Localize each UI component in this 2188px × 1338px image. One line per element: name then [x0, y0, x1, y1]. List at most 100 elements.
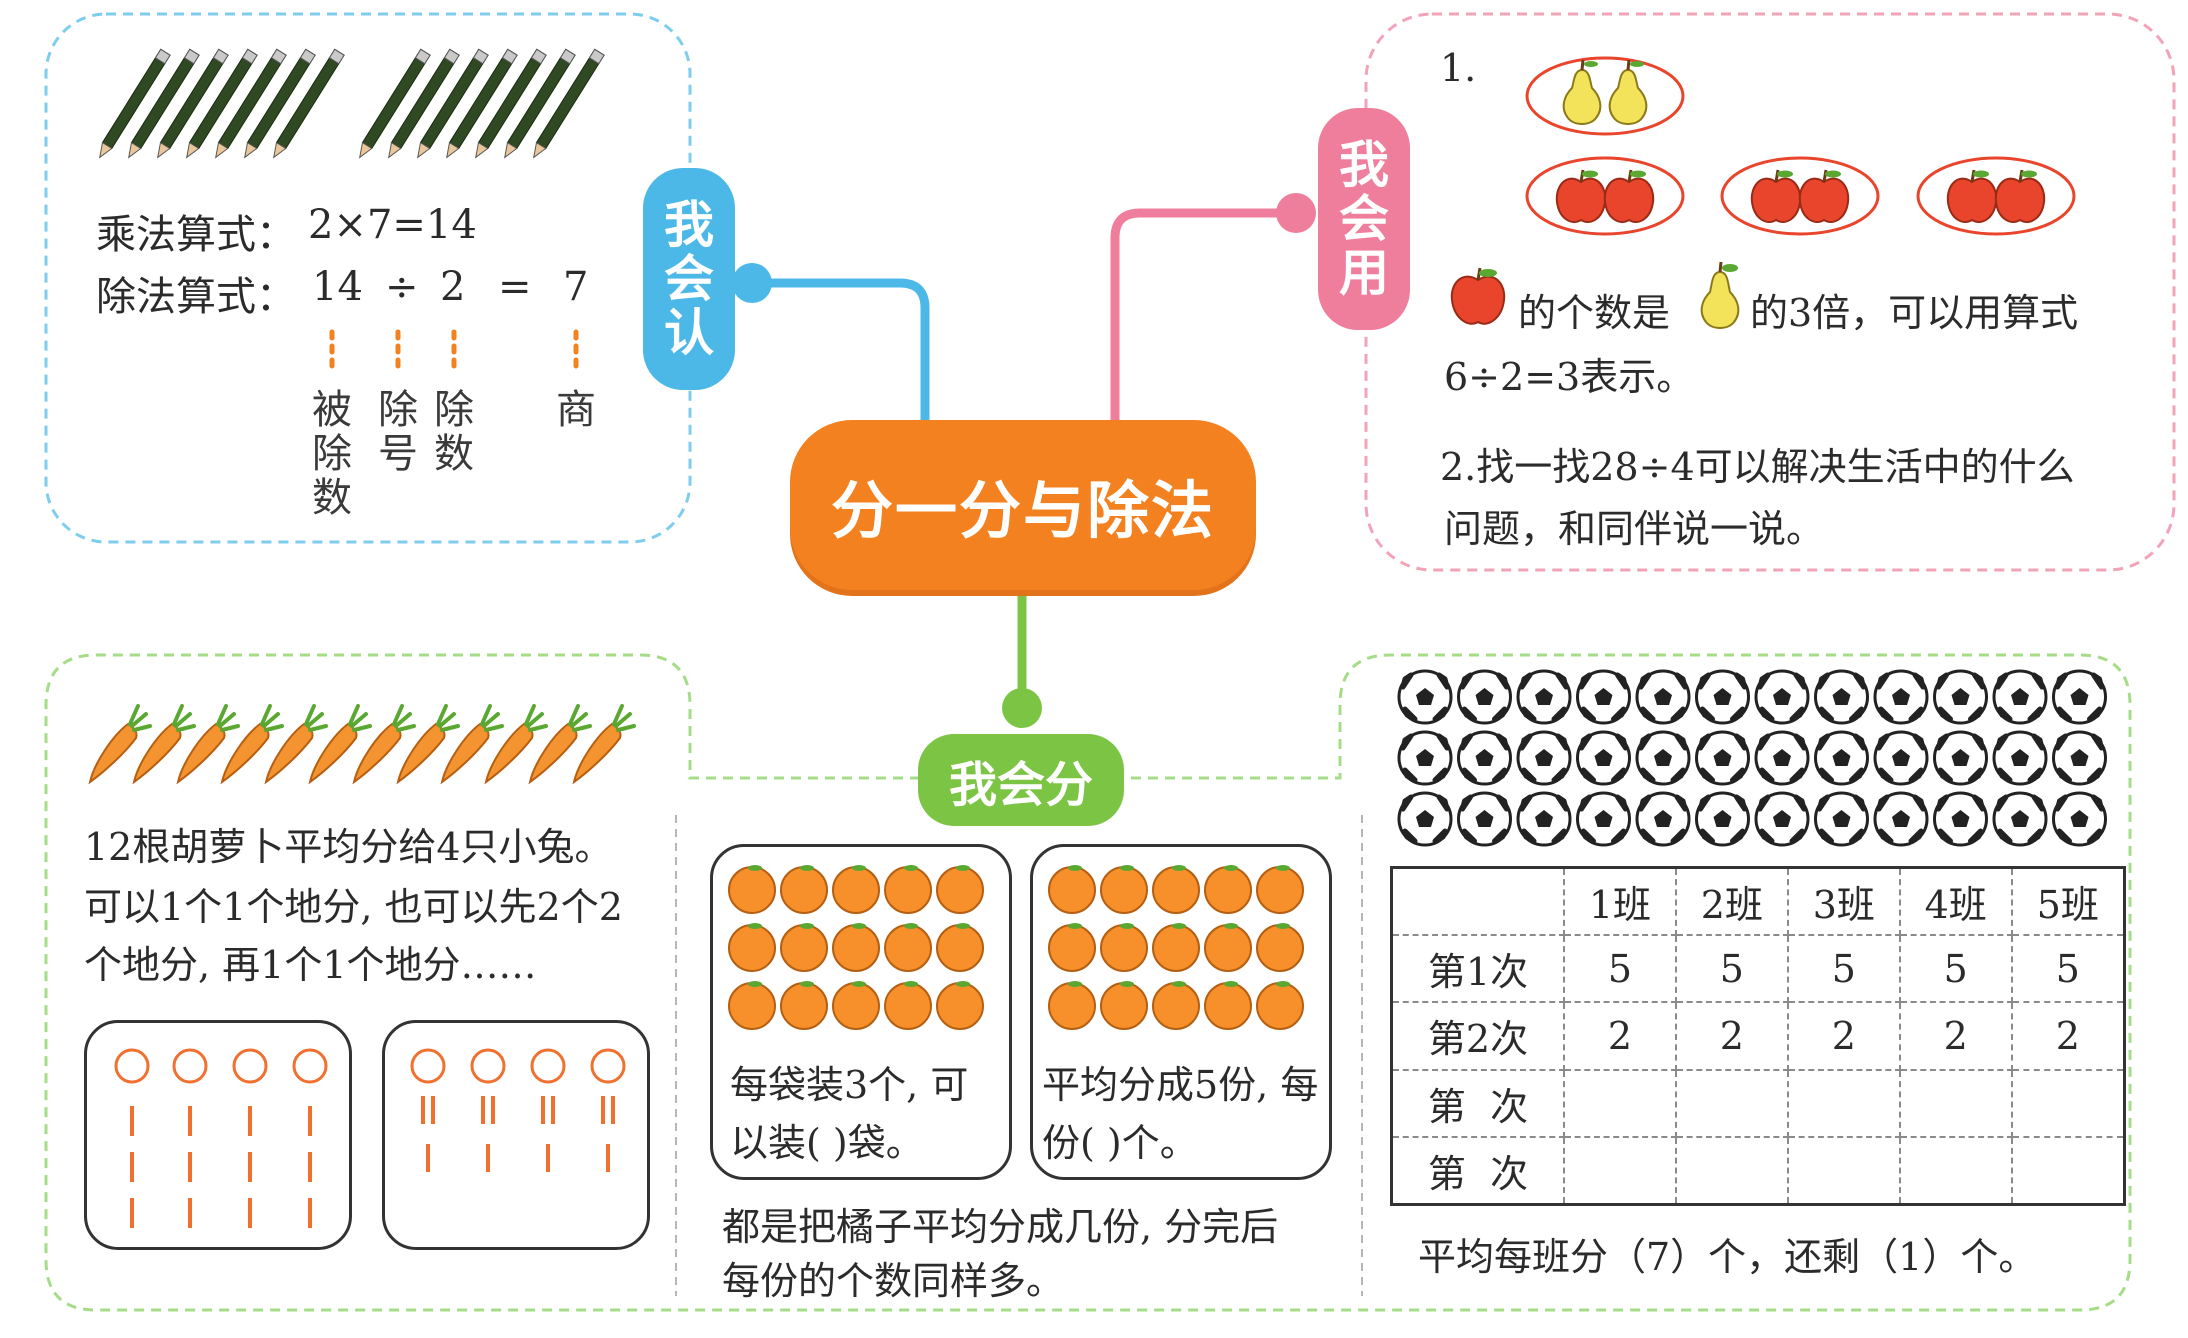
- orange-icon: [1256, 981, 1304, 1030]
- center-title: 分一分与除法: [830, 474, 1215, 547]
- table-cell: 1班: [1563, 866, 1677, 937]
- soccer-ball-icon: [1576, 791, 1631, 847]
- orange-icon: [1204, 865, 1252, 914]
- apple-icon: [1450, 267, 1506, 325]
- soccer-ball-icon: [1933, 669, 1988, 725]
- soccer-ball-icon: [1635, 791, 1691, 847]
- pear-icon: [1608, 59, 1648, 125]
- carrot-icon: [352, 704, 416, 785]
- bunny-circle-icon: [470, 1048, 506, 1084]
- bunny-circle-icon: [292, 1048, 328, 1084]
- orange-icon: [884, 865, 932, 914]
- soccer-ball-icon: [1814, 730, 1869, 786]
- table-header-row: 1班 2班 3班 4班 5班: [1390, 866, 2126, 937]
- term-division-sign: 除号: [378, 387, 418, 477]
- table-cell: [2010, 1068, 2126, 1138]
- table-row: 第 次: [1390, 1068, 2126, 1138]
- orange-icon: [1152, 923, 1200, 972]
- orange-icon: [1204, 981, 1252, 1030]
- table-row: 第1次 5 5 5 5 5: [1390, 934, 2126, 1004]
- pencil-icon: [98, 48, 171, 159]
- soccer-ball-icon: [2052, 669, 2107, 725]
- table-cell: 4班: [1898, 866, 2013, 937]
- soccer-ball-icon: [1814, 669, 1869, 725]
- pencil-icon: [532, 48, 605, 159]
- table-cell: 5: [2010, 934, 2126, 1004]
- carrot-icon: [572, 704, 636, 785]
- orange-icon: [1048, 865, 1096, 914]
- carrot-icon: [220, 704, 284, 785]
- soccer-ball-icon: [1814, 791, 1869, 847]
- mult-label: 乘法算式：: [96, 212, 296, 258]
- table-cell: 2: [2010, 1001, 2126, 1071]
- carrot-icon: [396, 704, 460, 785]
- apple-icon: [1798, 169, 1850, 223]
- orange-icon: [1152, 865, 1200, 914]
- pencil-icon: [474, 48, 547, 159]
- pencil-icon: [445, 48, 518, 159]
- orange-icon: [728, 981, 776, 1030]
- soccer-ball-icon: [1754, 730, 1810, 786]
- ball-result: 平均每班分（7）个，还剩（1）个。: [1418, 1235, 2037, 1279]
- soccer-ball-icon: [1397, 730, 1453, 786]
- orange-icon: [1100, 923, 1148, 972]
- fruit-plates-illustration: [1525, 56, 2076, 236]
- pencil-icon: [387, 48, 460, 159]
- soccer-ball-icon: [2052, 791, 2107, 847]
- soccer-ball-icon: [1516, 669, 1572, 725]
- term-dividend: 被除数: [312, 387, 352, 521]
- carrot-icon: [88, 704, 152, 785]
- soccer-ball-icon: [1397, 791, 1453, 847]
- pencil-icon: [416, 48, 489, 159]
- pencil-icon: [272, 48, 345, 159]
- bunny-circle-icon: [114, 1048, 150, 1084]
- soccer-ball-icon: [1576, 730, 1631, 786]
- division-sign: ÷: [385, 264, 419, 310]
- table-cell: 2: [1674, 1001, 1789, 1071]
- orange-icon: [1100, 981, 1148, 1030]
- soccer-ball-icon: [1992, 730, 2048, 786]
- soccer-ball-icon: [1873, 669, 1929, 725]
- orange-icon: [832, 923, 880, 972]
- carrot-icon: [528, 704, 592, 785]
- orange-icon: [780, 923, 828, 972]
- dividend: 14: [312, 264, 363, 310]
- bunny-circle-icon: [232, 1048, 268, 1084]
- branch-label-recognize: 我会认: [643, 168, 735, 390]
- q2-line2: 问题，和同伴说一说。: [1444, 507, 1825, 551]
- soccer-ball-icon: [1635, 730, 1691, 786]
- soccer-ball-icon: [2052, 730, 2107, 786]
- orange-icon: [1100, 865, 1148, 914]
- table-cell: 第 次: [1390, 1135, 1565, 1206]
- orange-icon: [1048, 981, 1096, 1030]
- divisor: 2: [440, 264, 466, 310]
- table-cell: 5: [1563, 934, 1677, 1004]
- orange-summary2: 每份的个数同样多。: [722, 1259, 1065, 1303]
- soccer-ball-icon: [1992, 669, 2048, 725]
- soccer-ball-icon: [1873, 791, 1929, 847]
- table-cell: [1898, 1068, 2013, 1138]
- table-cell: [2010, 1135, 2126, 1206]
- bunny-circle-icon: [590, 1048, 626, 1084]
- carrot-line3: 个地分, 再1个1个地分……: [84, 943, 537, 987]
- soccer-ball-icon: [1397, 669, 1453, 725]
- table-cell: 5: [1898, 934, 2013, 1004]
- q1-text-c: 6÷2=3表示。: [1444, 355, 1695, 399]
- q2-line1: 2.找一找28÷4可以解决生活中的什么: [1440, 445, 2075, 489]
- orange-icon: [936, 865, 984, 914]
- term-quotient: 商: [556, 387, 596, 433]
- table-cell: 2: [1563, 1001, 1677, 1071]
- soccer-ball-icon: [1516, 791, 1572, 847]
- soccer-ball-icon: [1457, 669, 1512, 725]
- table-cell: 2: [1898, 1001, 2013, 1071]
- pencil-icon: [127, 48, 200, 159]
- orange-icon: [780, 865, 828, 914]
- q1-text-a: 的个数是: [1518, 291, 1671, 335]
- pear-icon: [1700, 261, 1740, 329]
- apple-icon: [1994, 169, 2046, 223]
- bunny-circle-icon: [410, 1048, 446, 1084]
- bunny-circle-icon: [530, 1048, 566, 1084]
- orange-summary1: 都是把橘子平均分成几份, 分完后: [722, 1205, 1279, 1249]
- apple-icon: [1603, 169, 1655, 223]
- bag-line1: 每袋装3个, 可: [730, 1063, 969, 1107]
